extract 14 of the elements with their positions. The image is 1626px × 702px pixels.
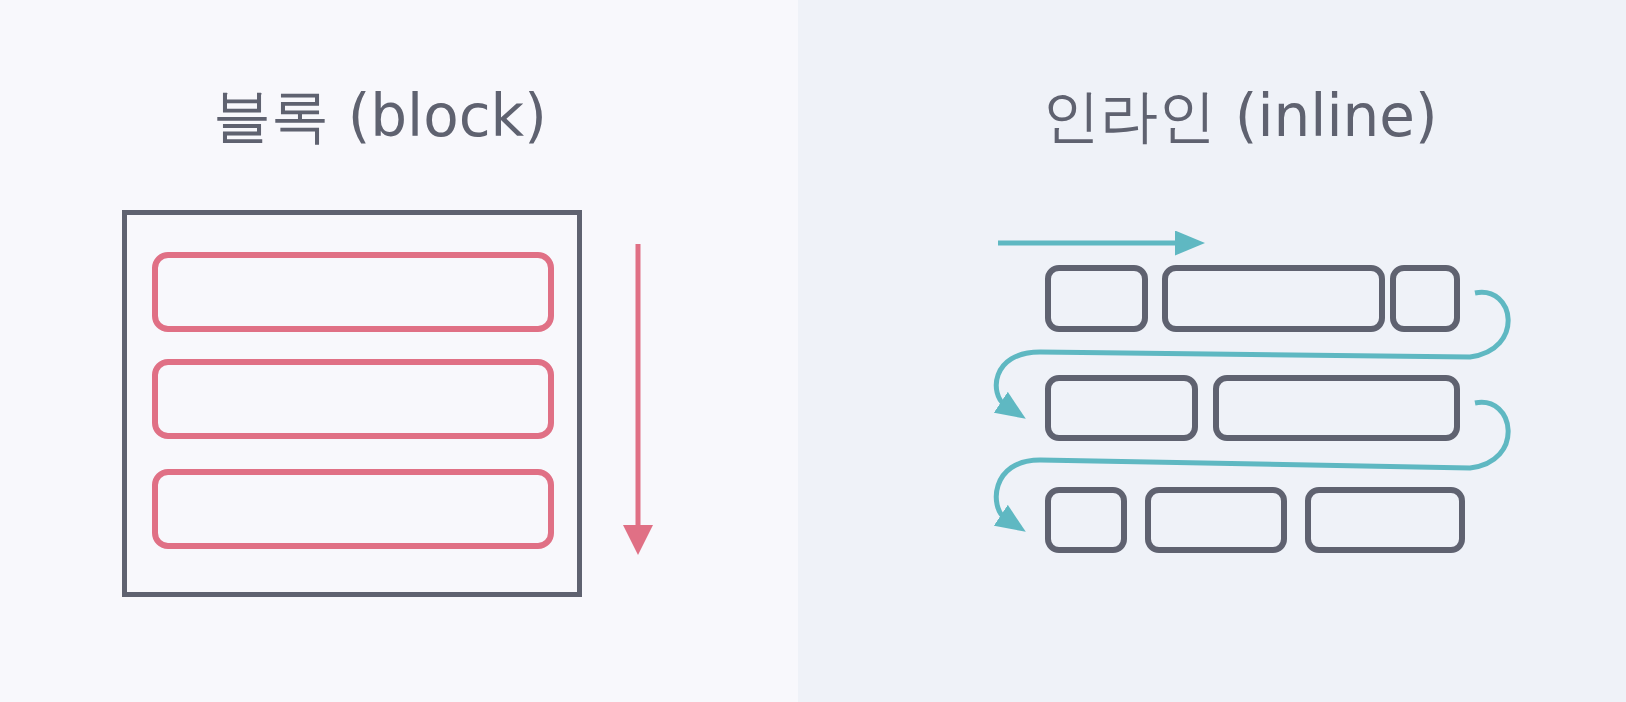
block-box [152,252,554,332]
block-box [152,359,554,439]
inline-box [1213,375,1460,441]
inline-box [1305,487,1465,553]
inline-box [1390,265,1460,332]
panel-title: 인라인 (inline) [1042,81,1438,152]
container-box [122,210,582,597]
inline-box [1045,265,1148,332]
panel-title: 블록 (block) [213,81,547,152]
inline-box [1045,487,1127,553]
inline-box [1145,487,1287,553]
block-box [152,469,554,549]
inline-box [1045,375,1198,441]
inline-box [1162,265,1385,332]
